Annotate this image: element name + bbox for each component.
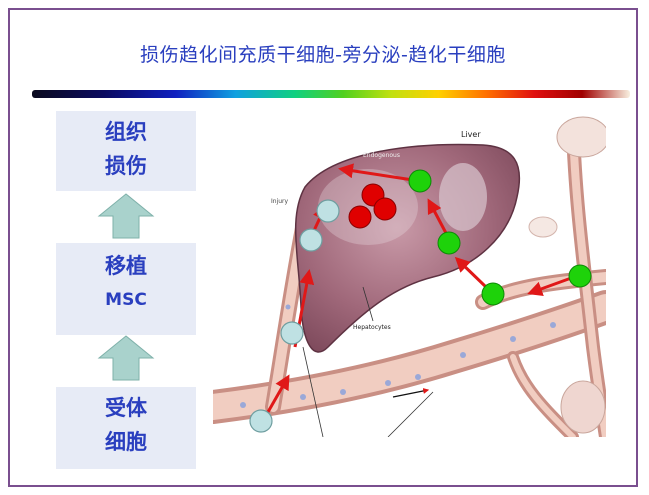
liver-highlight (439, 163, 487, 231)
endogenous-label: Endogenous (363, 152, 400, 159)
injury-label: Injury (271, 198, 289, 205)
recipient-cell-box: 受体 细胞 (56, 387, 196, 469)
transplant-msc-box: 移植 MSC (56, 243, 196, 335)
hepatocytes-label: Hepatocytes (353, 324, 391, 331)
up-arrow-icon (97, 334, 155, 382)
spectrum-divider (32, 90, 630, 98)
pointer-line (388, 392, 433, 437)
transplant-line1: 移植 (56, 249, 196, 283)
liver-migration-diagram: Liver Injury Endogenous Hepatocytes (213, 107, 606, 437)
recipient-line1: 受体 (56, 391, 196, 425)
flow-arrow-icon (393, 390, 428, 397)
up-arrow-icon (97, 192, 155, 240)
recipient-line2: 细胞 (56, 425, 196, 459)
liver-label: Liver (461, 130, 481, 139)
tissue-injury-box: 组织 损伤 (56, 111, 196, 191)
slide-title: 损伤趋化间充质干细胞-旁分泌-趋化干细胞 (10, 40, 636, 67)
liver-shape (296, 144, 520, 352)
tissue-injury-line1: 组织 (56, 115, 196, 149)
tissue-injury-line2: 损伤 (56, 149, 196, 183)
transplant-line2: MSC (56, 283, 196, 317)
